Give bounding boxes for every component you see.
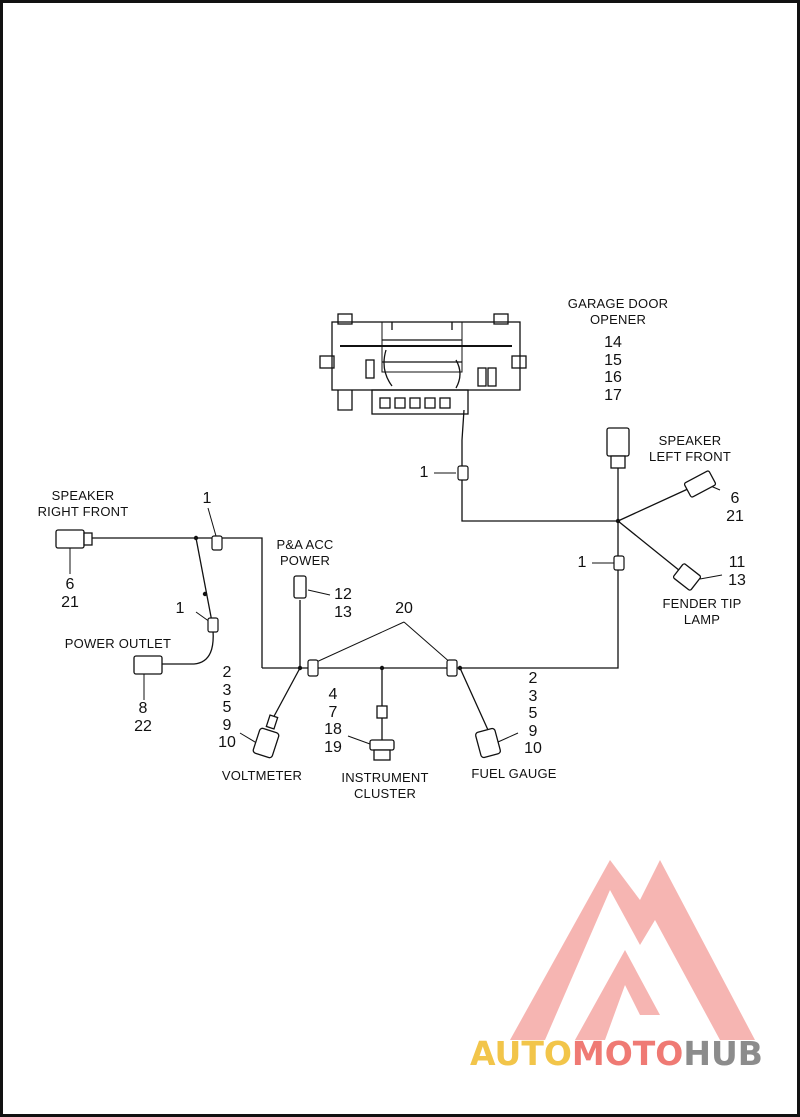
connector-speaker-left [683,470,717,498]
speaker-left-callouts: 6 21 [726,490,744,525]
connector-fender-tip [672,563,702,591]
clip-callout-left-top: 1 [202,490,212,507]
watermark-part-hub: HUB [683,1034,763,1073]
wire-harness [92,409,691,740]
speaker-left-front-label: SPEAKER LEFT FRONT [649,433,731,464]
watermark-part-auto: AUTO [470,1034,572,1073]
fuel-gauge-label: FUEL GAUGE [471,766,557,781]
pa-acc-callouts: 12 13 [334,586,352,621]
watermark-part-moto: MOTO [571,1034,684,1073]
fender-tip-callouts: 11 13 [728,554,746,589]
callout-leaders [69,472,723,746]
speaker-right-front-label: SPEAKER RIGHT FRONT [37,488,129,519]
connector-power-outlet [133,655,163,675]
connector-fuel-gauge [475,727,501,759]
connector-voltmeter [252,714,280,759]
harness-clips [207,465,625,677]
instrument-cluster-label: INSTRUMENT CLUSTER [341,770,429,801]
fuel-gauge-callouts: 2 3 5 9 10 [524,670,542,757]
connector-pa-acc [293,575,307,599]
connector-garage-door [606,427,630,469]
watermark-logo [510,860,755,1040]
clip-callout-left-mid: 1 [175,600,185,617]
clip-callout-top: 1 [419,464,429,481]
garage-door-callouts: 14 15 16 17 [604,334,622,404]
clip-callout-right: 1 [577,554,587,571]
connector-instrument-cluster [369,705,395,761]
fender-tip-lamp-label: FENDER TIP LAMP [662,596,742,627]
harness-callout: 20 [395,600,413,617]
speaker-right-callouts: 6 21 [61,576,79,611]
power-outlet-callouts: 8 22 [134,700,152,735]
garage-door-opener-label: GARAGE DOOR OPENER [567,296,669,327]
control-module [319,313,527,415]
watermark-text: AUTOMOTOHUB [470,1034,763,1074]
instrument-cluster-callouts: 4 7 18 19 [324,686,342,756]
voltmeter-label: VOLTMETER [221,768,303,783]
power-outlet-label: POWER OUTLET [64,636,172,651]
connector-speaker-right [55,529,93,549]
junction-points [193,518,621,671]
pa-acc-power-label: P&A ACC POWER [276,537,334,568]
voltmeter-callouts: 2 3 5 9 10 [218,664,236,751]
